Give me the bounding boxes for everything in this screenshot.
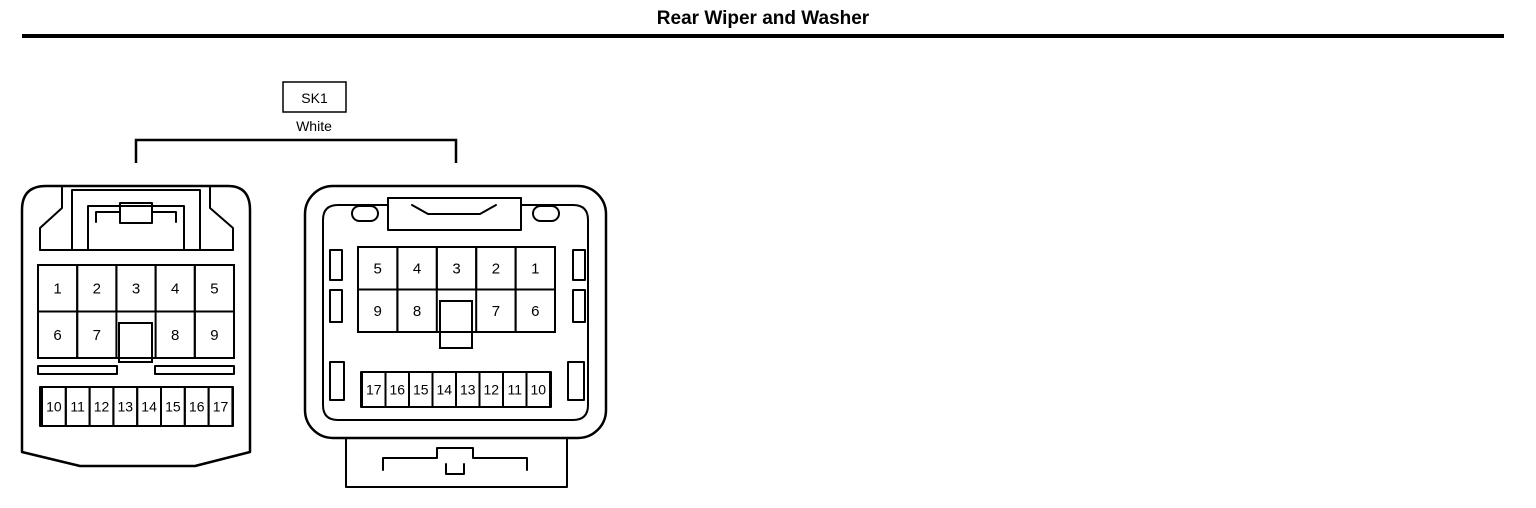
- right-terminal-number: 16: [389, 382, 405, 398]
- left-terminal-number: 11: [70, 399, 85, 415]
- page-title: Rear Wiper and Washer: [656, 8, 870, 29]
- left-terminal-number: 15: [165, 399, 181, 415]
- left-terminal-number: 5: [210, 281, 218, 298]
- right-terminal-number: 15: [413, 382, 429, 398]
- left-terminal-cell: [207, 386, 234, 427]
- left-lock-housing: [71, 189, 201, 251]
- left-terminal-number: 13: [118, 399, 134, 415]
- left-terminal-number: 7: [93, 327, 101, 344]
- right-terminal-number: 3: [452, 261, 460, 278]
- right-terminal-cells: 5 4 3 2 1 9 8 7 6 17 16 15 14 13 12 11 10: [357, 246, 556, 408]
- left-terminal-number: 4: [171, 281, 179, 298]
- right-connector-view: [303, 184, 608, 488]
- left-separator-bar-right: [154, 365, 235, 375]
- title-divider: [22, 34, 1504, 38]
- left-blank-cavity: [118, 322, 153, 363]
- right-connector-body: [303, 184, 608, 440]
- left-terminal-number: 1: [53, 281, 61, 298]
- right-inner-border: [322, 197, 589, 421]
- left-terminal-number: 9: [210, 327, 218, 344]
- connector-color-text: White: [296, 118, 332, 134]
- left-terminal-number: 16: [189, 399, 205, 415]
- right-terminal-number: 14: [436, 382, 452, 398]
- left-terminal-number: 6: [53, 327, 61, 344]
- right-oval-hole-right: [532, 205, 560, 222]
- right-oval-hole-left: [351, 205, 379, 222]
- right-terminal-number: 13: [460, 382, 476, 398]
- connector-code-text: SK1: [301, 90, 328, 106]
- right-terminal-cell: [514, 288, 556, 333]
- right-terminal-number: 17: [366, 382, 382, 398]
- connector-code-label: SK1: [282, 81, 347, 113]
- left-terminal-number: 14: [141, 399, 157, 415]
- left-terminal-number: 2: [93, 281, 101, 298]
- right-terminal-number: 2: [492, 261, 500, 278]
- left-connector-view: [20, 184, 252, 468]
- left-terminal-number: 3: [132, 281, 140, 298]
- left-terminal-number: 10: [46, 399, 62, 415]
- right-lock-opening: [387, 197, 522, 231]
- right-terminal-cell: [525, 371, 551, 408]
- right-terminal-number: 7: [492, 303, 500, 320]
- left-terminal-cell: [76, 310, 118, 359]
- left-separator-bar-left: [37, 365, 118, 375]
- left-terminal-number: 8: [171, 327, 179, 344]
- left-lock-tab: [119, 202, 153, 224]
- connector-bracket: [134, 138, 458, 163]
- right-terminal-number: 8: [413, 303, 421, 320]
- left-terminal-number: 12: [94, 399, 110, 415]
- right-terminal-number: 10: [530, 382, 546, 398]
- left-terminal-cell: [193, 310, 236, 359]
- right-terminal-number: 5: [374, 261, 382, 278]
- right-terminal-number: 4: [413, 261, 421, 278]
- right-terminal-number: 9: [374, 303, 382, 320]
- right-terminal-number: 1: [531, 261, 539, 278]
- left-connector-body: [20, 184, 252, 468]
- right-terminal-number: 6: [531, 303, 539, 320]
- left-terminal-number: 17: [213, 399, 229, 415]
- right-blank-cavity: [439, 300, 473, 349]
- right-terminal-cell: [396, 288, 438, 333]
- right-bottom-latch: [345, 437, 568, 488]
- right-terminal-number: 12: [483, 382, 499, 398]
- right-terminal-number: 11: [507, 382, 522, 398]
